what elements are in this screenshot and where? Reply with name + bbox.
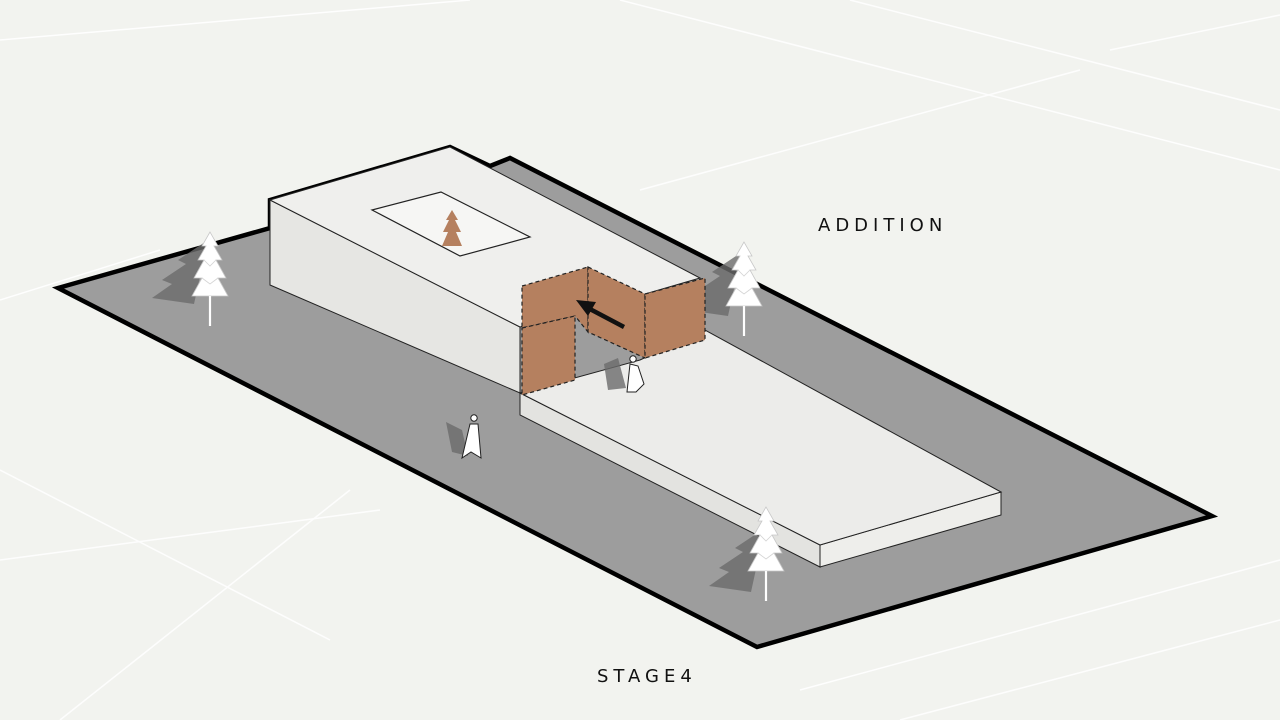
- addition-volume: [521, 266, 706, 396]
- arrow-icon: [576, 300, 626, 329]
- person-icon: [604, 355, 645, 393]
- addition-panel-left: [521, 266, 589, 334]
- stage-label: STAGE4: [597, 666, 697, 687]
- diagram-heading: ADDITION: [818, 215, 948, 236]
- person-icon: [446, 414, 482, 460]
- addition-panel-right: [644, 277, 706, 359]
- addition-panel-front: [521, 315, 576, 396]
- courtyard-tree-icon: [442, 210, 462, 246]
